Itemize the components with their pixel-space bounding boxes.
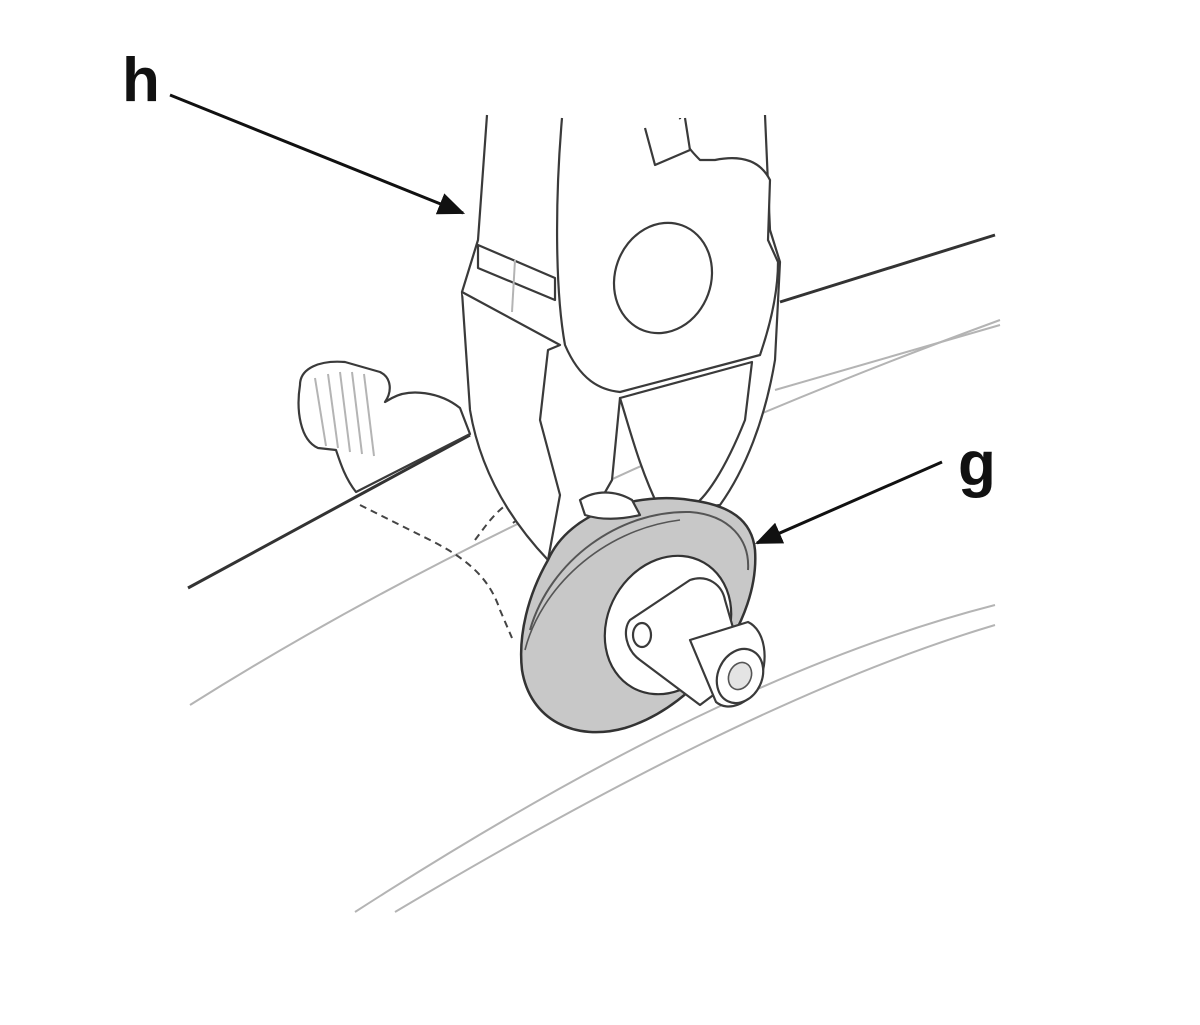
leader-arrow-g	[754, 460, 943, 545]
brake-caliper-arm	[460, 114, 782, 562]
leader-arrow-h	[169, 93, 466, 215]
brake-shoe-stud	[297, 360, 562, 639]
callout-g: g	[754, 430, 996, 545]
callout-label-h: h	[122, 46, 160, 115]
callout-label-g: g	[958, 430, 996, 499]
rubber-washer	[519, 491, 766, 734]
callout-h: h	[122, 46, 466, 215]
